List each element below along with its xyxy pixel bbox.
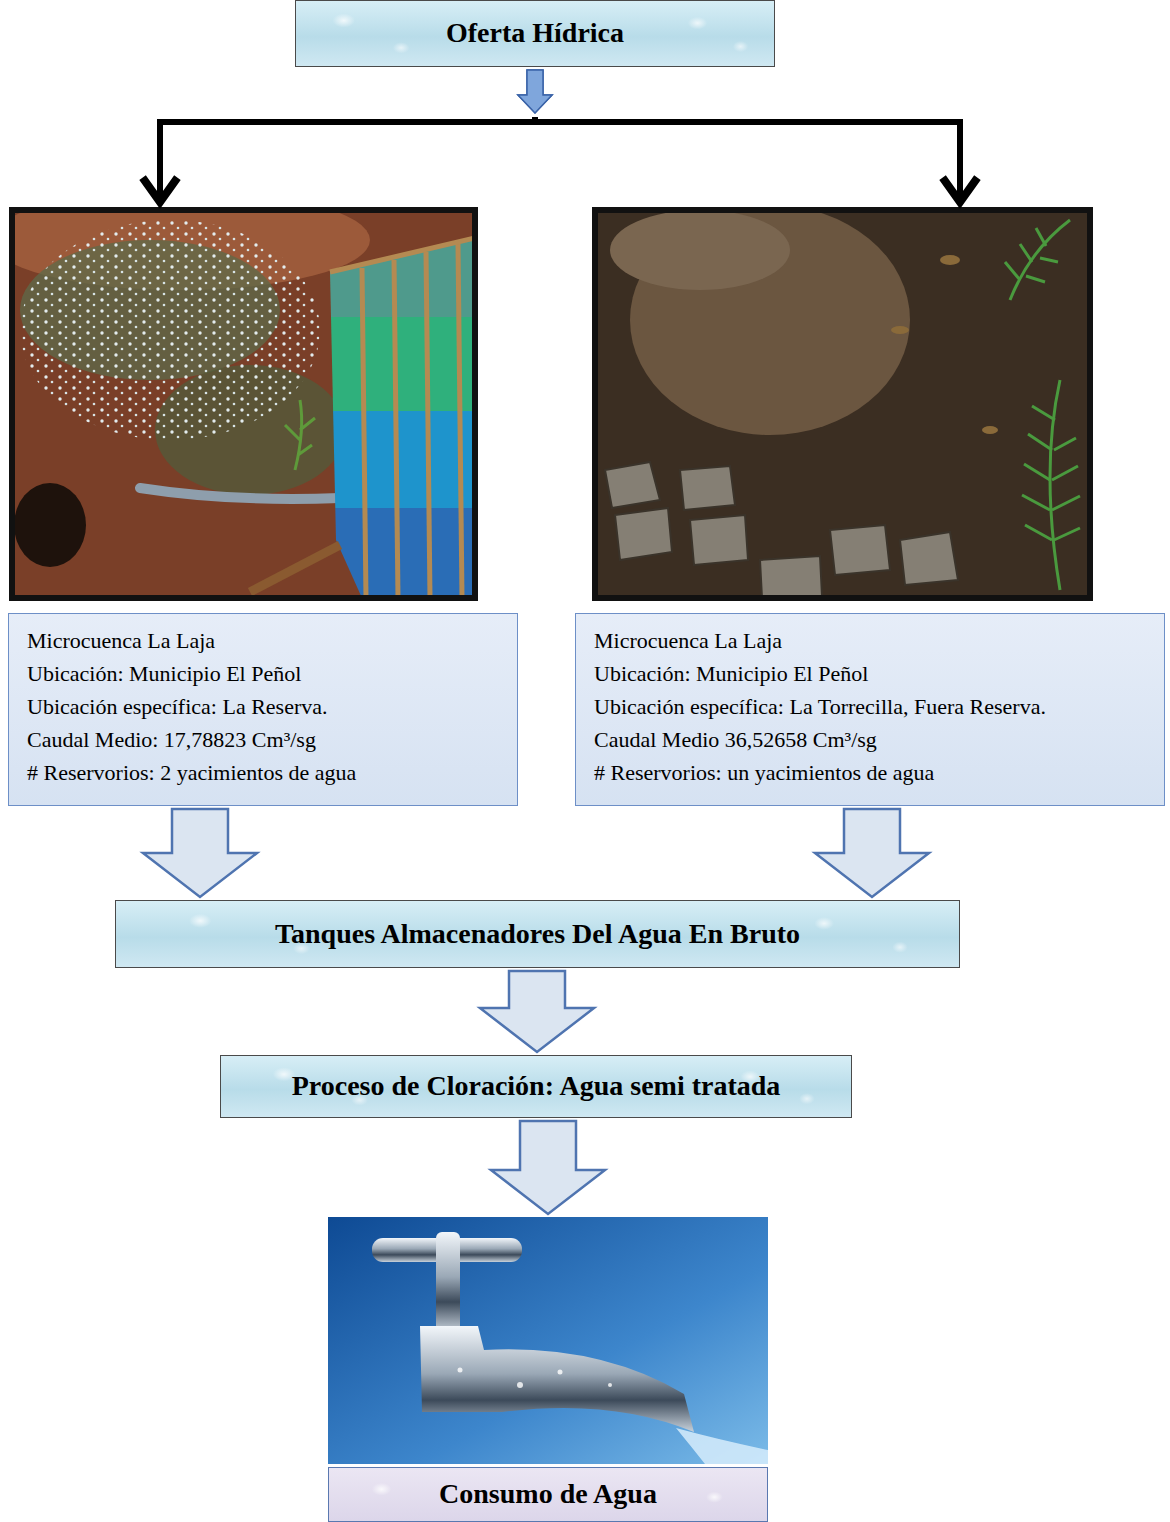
header-box: Oferta Hídrica — [295, 0, 775, 67]
fence-bars — [330, 238, 475, 598]
droplets — [458, 1368, 613, 1389]
node-text: Consumo de Agua — [439, 1477, 657, 1511]
connector-line — [160, 117, 535, 202]
arrow-head — [143, 178, 178, 202]
flow-arrow — [518, 70, 977, 202]
soil-patch — [610, 210, 790, 290]
node-text: Ubicación específica: La Torrecilla, Fue… — [594, 690, 1046, 723]
process-box: Tanques Almacenadores Del Agua En Bruto — [115, 900, 960, 968]
flow-arrow — [815, 809, 929, 897]
arrow-head — [943, 178, 978, 202]
node-text: Oferta Hídrica — [446, 17, 624, 49]
small-down-arrow — [518, 70, 552, 113]
text-panel: Consumo de Agua — [328, 1467, 768, 1522]
stones — [605, 462, 958, 598]
faucet-stem — [436, 1232, 460, 1332]
process-box: Proceso de Cloración: Agua semi tratada — [220, 1055, 852, 1118]
output-box: Consumo de Agua — [328, 1217, 768, 1522]
connector-line — [535, 117, 960, 202]
node-text: Ubicación: Municipio El Peñol — [594, 657, 868, 690]
source-box: Microcuenca La LajaUbicación: Municipio … — [8, 210, 518, 806]
flow-arrow — [143, 70, 552, 202]
source-box: Microcuenca La LajaUbicación: Municipio … — [575, 210, 1165, 806]
flow-arrow — [480, 971, 594, 1052]
node-text: Ubicación: Municipio El Peñol — [27, 657, 301, 690]
rock-ground — [12, 210, 475, 598]
block-arrow — [143, 809, 257, 897]
faucet-spout — [420, 1326, 694, 1432]
node-text: # Reservorios: un yacimientos de agua — [594, 756, 934, 789]
block-arrow — [491, 1121, 605, 1214]
photo-frame — [595, 210, 1090, 598]
node-text: Proceso de Cloración: Agua semi tratada — [292, 1070, 781, 1102]
faucet-photo — [328, 1217, 768, 1464]
node-text: Tanques Almacenadores Del Agua En Bruto — [275, 918, 800, 950]
photo-frame — [12, 210, 475, 598]
node-text: Caudal Medio: 17,78823 Cm³/sg — [27, 723, 316, 756]
rock-hole — [14, 483, 86, 567]
flow-arrow — [491, 1121, 605, 1214]
fern — [1005, 220, 1080, 590]
water-drops — [20, 220, 320, 440]
text-panel: Microcuenca La LajaUbicación: Municipio … — [8, 613, 518, 806]
node-text: Microcuenca La Laja — [594, 624, 782, 657]
dead-leaves — [891, 255, 998, 434]
text-panel: Microcuenca La LajaUbicación: Municipio … — [575, 613, 1165, 806]
node-text: Microcuenca La Laja — [27, 624, 215, 657]
flow-arrow — [143, 809, 257, 897]
water-stream — [676, 1428, 768, 1464]
node-text: Caudal Medio 36,52658 Cm³/sg — [594, 723, 877, 756]
small-down-arrow — [518, 70, 552, 113]
node-text: # Reservorios: 2 yacimientos de agua — [27, 756, 356, 789]
node-text: Ubicación específica: La Reserva. — [27, 690, 328, 723]
block-arrow — [480, 971, 594, 1052]
tarp — [330, 238, 475, 598]
plant — [285, 400, 315, 470]
photo-ground — [328, 1217, 768, 1464]
spring-photo — [595, 210, 1090, 598]
water-pipe — [140, 488, 340, 499]
wood-beam — [250, 545, 340, 592]
spring-photo — [12, 210, 475, 598]
block-arrow — [815, 809, 929, 897]
